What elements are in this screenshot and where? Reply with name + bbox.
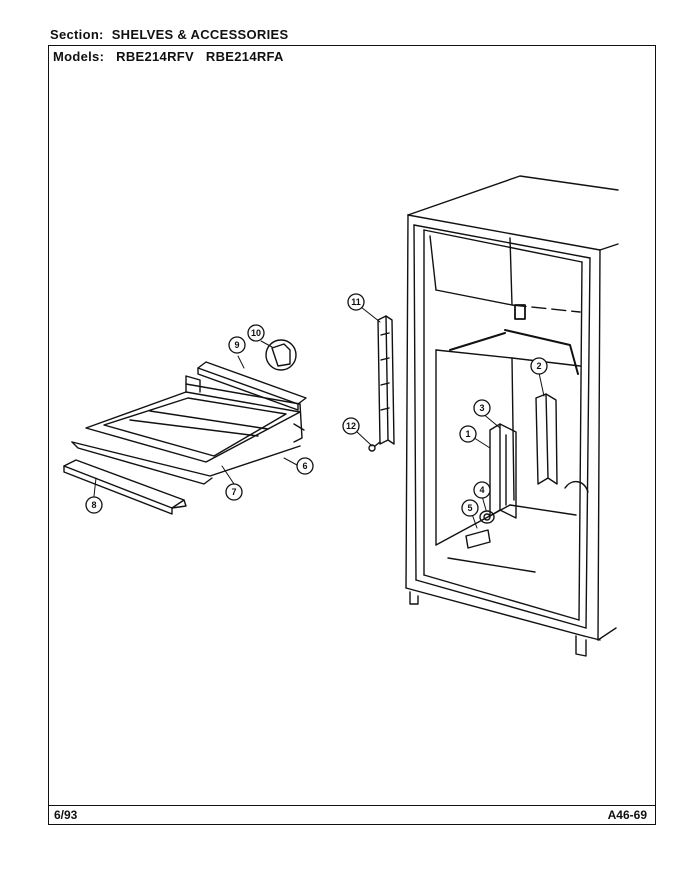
svg-text:11: 11: [351, 297, 361, 307]
svg-text:8: 8: [91, 500, 96, 510]
footer-date: 6/93: [54, 808, 78, 822]
callout-4: 4: [473, 481, 491, 499]
callout-2: 2: [530, 357, 548, 375]
callout-3: 3: [473, 399, 491, 417]
part-clip: [265, 339, 297, 371]
svg-text:1: 1: [465, 429, 470, 439]
callout-1: 1: [459, 425, 477, 443]
part-shelf-bracket-left: [489, 423, 517, 519]
section-value: SHELVES & ACCESSORIES: [111, 27, 289, 42]
svg-text:7: 7: [231, 487, 236, 497]
svg-text:9: 9: [234, 340, 239, 350]
callout-8: 8: [85, 496, 103, 514]
callout-5: 5: [461, 499, 479, 517]
refrigerator-cabinet: [405, 175, 619, 657]
model-number-1: RBE214RFV: [116, 49, 194, 64]
model-number-2: RBE214RFA: [205, 49, 284, 64]
parts-frame: Models: RBE214RFV RBE214RFA 6/93 A46-69: [48, 45, 656, 825]
callout-7: 7: [225, 483, 243, 501]
svg-text:10: 10: [251, 328, 261, 338]
svg-text:5: 5: [467, 503, 472, 513]
part-mounting-screw: [465, 510, 495, 549]
models-row: Models: RBE214RFV RBE214RFA: [53, 49, 284, 64]
part-shelf-assembly: [71, 375, 305, 485]
svg-text:4: 4: [479, 485, 484, 495]
svg-text:12: 12: [346, 421, 356, 431]
callout-10: 10: [247, 324, 265, 342]
callout-12: 12: [342, 417, 360, 435]
part-vertical-rail: [368, 315, 395, 452]
part-shelf-bracket-right: [535, 393, 558, 485]
part-front-trim: [63, 459, 187, 515]
svg-text:3: 3: [479, 403, 484, 413]
footer-bar: 6/93 A46-69: [49, 805, 655, 824]
models-label: Models:: [53, 49, 105, 64]
svg-text:6: 6: [302, 461, 307, 471]
footer-code: A46-69: [607, 808, 647, 822]
callout-9: 9: [228, 336, 246, 354]
callout-11: 11: [347, 293, 365, 311]
part-rear-trim: [197, 361, 307, 411]
callout-6: 6: [296, 457, 314, 475]
section-line: Section: SHELVES & ACCESSORIES: [50, 27, 288, 42]
section-label: Section:: [50, 27, 104, 42]
svg-text:2: 2: [536, 361, 541, 371]
